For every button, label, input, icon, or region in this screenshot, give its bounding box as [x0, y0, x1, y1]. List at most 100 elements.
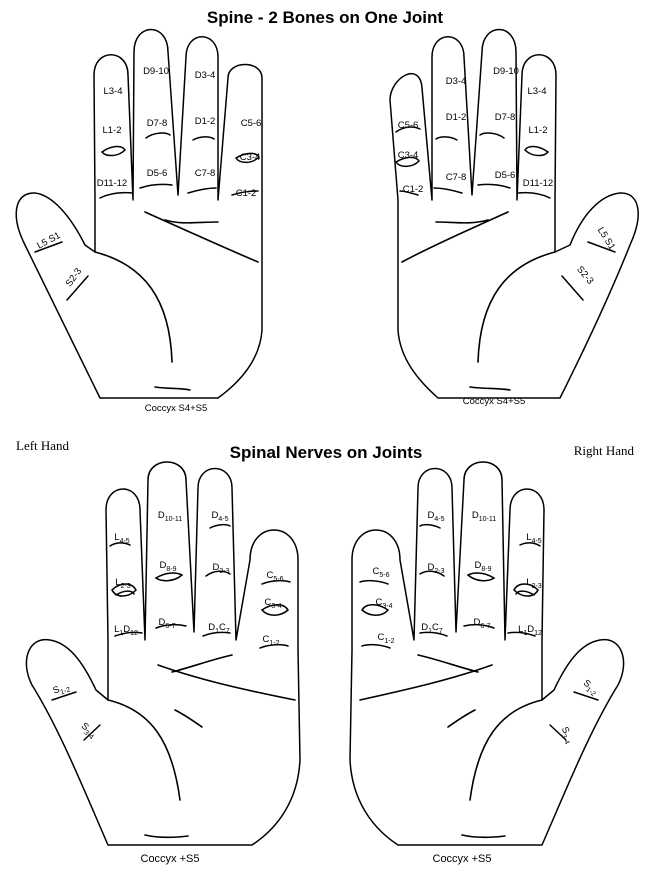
- label-thumb-2: S2-3: [574, 264, 595, 286]
- vertebra-glyph: [234, 152, 260, 164]
- nerve-labels: L4-5L2-3L1D12D10-11D8-9D6-7D4-5D2-3D1C7C…: [373, 510, 597, 746]
- joint-mark: [435, 136, 458, 141]
- vertebra-glyph: [524, 145, 550, 157]
- label-little-3: D11-12: [97, 178, 127, 189]
- label-ring-2: D7-8: [495, 112, 516, 123]
- nerve-labels: L4-5L2-3L1D12D10-11D8-9D6-7D4-5D2-3D1C7C…: [52, 510, 284, 741]
- palm-crease: [144, 211, 259, 263]
- wrist-crease: [469, 386, 511, 391]
- bottom-title: Spinal Nerves on Joints: [230, 443, 423, 462]
- label-middle-2: D1-2: [195, 116, 216, 127]
- left-hand-label: Left Hand: [16, 438, 70, 453]
- joint-mark: [34, 241, 63, 253]
- label-little-2: L2-3: [115, 577, 131, 590]
- palm-crease: [435, 219, 489, 224]
- hand-outline: [25, 461, 301, 846]
- label-middle-1: D4-5: [212, 510, 229, 523]
- bottom-left-hand: Coccyx +S5 L4-5L2-3L1D12D10-11D8-9D6-7D4…: [25, 461, 301, 865]
- label-ring-3: D5-6: [495, 170, 516, 181]
- label-index-3: C1-2: [403, 184, 424, 195]
- thenar-crease: [107, 699, 181, 801]
- label-thumb-2: S3-4: [77, 721, 98, 742]
- vertebra-glyph: [515, 590, 535, 596]
- joint-mark: [433, 187, 463, 194]
- palm-crease: [417, 654, 479, 673]
- label-thumb-1: L5 S1: [595, 225, 617, 252]
- label-ring-1: D9-10: [143, 66, 169, 77]
- label-index-2: C3-4: [398, 150, 419, 161]
- joint-mark: [99, 191, 133, 199]
- joint-mark: [192, 136, 215, 141]
- label-thumb-2: S3-4: [557, 725, 576, 746]
- top-left-hand: L3-4 L1-2 D11-12 D9-10 D7-8 D5-6 D3-4 D1…: [15, 28, 263, 414]
- joint-mark: [187, 187, 217, 194]
- label-middle-2: D2-3: [213, 562, 230, 575]
- label-middle-3: C7-8: [446, 172, 467, 183]
- joint-mark: [479, 132, 505, 139]
- vertebra-glyph: [466, 572, 496, 582]
- joint-mark: [114, 631, 143, 637]
- thenar-crease: [469, 699, 543, 801]
- label-little-1: L4-5: [526, 532, 542, 545]
- label-ring-2: D8-9: [160, 560, 177, 573]
- label-little-3: D11-12: [523, 178, 553, 189]
- joint-mark: [399, 190, 419, 196]
- label-index-1: C5-6: [398, 120, 419, 131]
- label-index-1: C5-6: [241, 118, 262, 129]
- caption: Coccyx +S5: [433, 853, 492, 865]
- palm-crease: [401, 211, 509, 263]
- label-little-2: L2-3: [526, 577, 542, 590]
- joint-mark: [209, 523, 231, 529]
- label-middle-2: D1-2: [446, 112, 467, 123]
- label-middle-1: D4-5: [428, 510, 445, 523]
- label-little-2: L1-2: [102, 125, 121, 136]
- label-ring-3: D5-6: [147, 168, 168, 179]
- thenar-crease: [174, 709, 203, 728]
- vertebra-glyph: [154, 572, 184, 582]
- joint-mark: [549, 724, 567, 741]
- top-title: Spine - 2 Bones on One Joint: [207, 8, 443, 27]
- label-middle-2: D2-3: [428, 562, 445, 575]
- joint-mark: [477, 183, 511, 189]
- joint-mark: [395, 126, 421, 133]
- vertebra-glyph: [100, 145, 126, 157]
- joint-mark: [507, 631, 536, 637]
- thenar-crease: [447, 709, 476, 728]
- palm-crease: [359, 664, 493, 701]
- joint-mark: [202, 631, 231, 637]
- label-ring-3: D6-7: [159, 617, 176, 630]
- joint-mark: [463, 623, 495, 629]
- vertebra-glyph: [394, 156, 420, 168]
- wrist-crease: [154, 386, 191, 391]
- label-index-3: C1-2: [236, 188, 257, 199]
- label-little-3: L1D12: [518, 624, 542, 637]
- joint-mark: [359, 579, 389, 585]
- joint-mark: [51, 691, 77, 701]
- label-thumb-1: S1-2: [52, 681, 72, 699]
- label-index-2: C3-4: [265, 597, 282, 610]
- label-little-1: L4-5: [114, 532, 130, 545]
- label-index-2: C3-4: [376, 597, 393, 610]
- hand-outline: [389, 28, 639, 399]
- bottom-right-hand: Coccyx +S5 L4-5L2-3L1D12D10-11D8-9D6-7D4…: [349, 461, 625, 865]
- joint-mark: [259, 643, 289, 649]
- label-middle-3: D1C7: [421, 622, 443, 635]
- label-ring-3: D6-7: [474, 617, 491, 630]
- label-index-2: C3-4: [240, 152, 261, 163]
- joint-mark: [587, 241, 616, 253]
- joint-mark: [83, 724, 101, 741]
- joint-mark: [419, 523, 441, 529]
- hand-outline: [15, 28, 263, 399]
- joint-mark: [66, 275, 89, 301]
- joint-mark: [231, 190, 259, 196]
- palm-crease: [164, 219, 219, 224]
- label-thumb-2: S2-3: [64, 266, 85, 289]
- joint-mark: [561, 275, 584, 301]
- label-index-1: C5-6: [267, 570, 284, 583]
- label-middle-3: C7-8: [195, 168, 216, 179]
- caption: Coccyx S4+S5: [463, 396, 526, 407]
- label-little-1: L3-4: [103, 86, 122, 97]
- label-little-3: L1D12: [114, 624, 138, 637]
